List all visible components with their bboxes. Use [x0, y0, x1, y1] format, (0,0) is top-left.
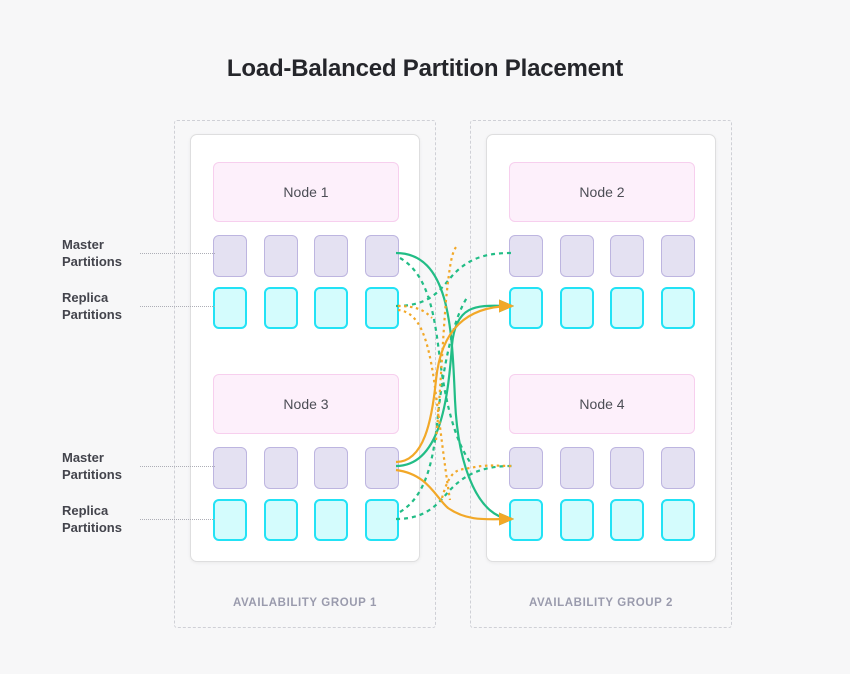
label-line-1: Replica [62, 503, 109, 518]
flow-orange-dotted-mid-up [434, 244, 459, 441]
label-master-partitions-top: Master Partitions [62, 236, 182, 270]
master-partition-cell[interactable] [213, 447, 247, 489]
label-replica-partitions-bottom: Replica Partitions [62, 502, 182, 536]
availability-group-1-caption: AVAILABILITY GROUP 1 [232, 597, 378, 609]
replica-partition-cell[interactable] [559, 287, 594, 329]
leader-line-replica-bottom [140, 519, 215, 520]
node-box-node-1[interactable]: Node 1 [213, 162, 399, 222]
partition-row-replica-node-4 [509, 499, 695, 541]
page-title: Load-Balanced Partition Placement [226, 55, 624, 82]
master-partition-cell[interactable] [660, 447, 695, 489]
leader-line-replica-top [140, 306, 215, 307]
master-partition-cell[interactable] [509, 447, 543, 489]
label-replica-partitions-top: Replica Partitions [62, 289, 182, 323]
master-partition-cell[interactable] [263, 447, 298, 489]
partition-row-replica-node-1 [213, 287, 399, 329]
master-partition-cell[interactable] [610, 447, 645, 489]
label-line-1: Master [62, 450, 104, 465]
partition-row-replica-node-2 [509, 287, 695, 329]
label-line-1: Replica [62, 290, 109, 305]
node-box-node-3[interactable]: Node 3 [213, 374, 399, 434]
master-partition-cell[interactable] [314, 447, 349, 489]
replica-partition-cell[interactable] [509, 499, 543, 541]
replica-partition-cell[interactable] [660, 499, 695, 541]
label-line-2: Partitions [62, 307, 122, 322]
availability-group-2-card: Node 2 Node 4 [486, 134, 716, 562]
leader-line-master-bottom [140, 466, 215, 467]
master-partition-cell[interactable] [213, 235, 247, 277]
replica-partition-cell[interactable] [364, 499, 399, 541]
replica-partition-cell[interactable] [314, 287, 349, 329]
replica-partition-cell[interactable] [213, 499, 247, 541]
master-partition-cell[interactable] [314, 235, 349, 277]
node-box-node-2[interactable]: Node 2 [509, 162, 695, 222]
master-partition-cell[interactable] [610, 235, 645, 277]
label-line-1: Master [62, 237, 104, 252]
label-line-2: Partitions [62, 520, 122, 535]
replica-partition-cell[interactable] [660, 287, 695, 329]
master-partition-cell[interactable] [263, 235, 298, 277]
node-label-node-2: Node 2 [579, 184, 625, 200]
replica-partition-cell[interactable] [559, 499, 594, 541]
replica-partition-cell[interactable] [263, 499, 298, 541]
replica-partition-cell[interactable] [364, 287, 399, 329]
node-box-node-4[interactable]: Node 4 [509, 374, 695, 434]
master-partition-cell[interactable] [559, 235, 594, 277]
master-partition-cell[interactable] [660, 235, 695, 277]
master-partition-cell[interactable] [509, 235, 543, 277]
leader-line-master-top [140, 253, 215, 254]
replica-partition-cell[interactable] [314, 499, 349, 541]
partition-row-master-node-3 [213, 447, 399, 489]
replica-partition-cell[interactable] [509, 287, 543, 329]
partition-row-replica-node-3 [213, 499, 399, 541]
replica-partition-cell[interactable] [213, 287, 247, 329]
node-label-node-4: Node 4 [579, 396, 625, 412]
node-label-node-1: Node 1 [283, 184, 329, 200]
master-partition-cell[interactable] [559, 447, 594, 489]
label-master-partitions-bottom: Master Partitions [62, 449, 182, 483]
partition-row-master-node-4 [509, 447, 695, 489]
partition-row-master-node-1 [213, 235, 399, 277]
replica-partition-cell[interactable] [610, 287, 645, 329]
replica-partition-cell[interactable] [263, 287, 298, 329]
master-partition-cell[interactable] [364, 235, 399, 277]
master-partition-cell[interactable] [364, 447, 399, 489]
label-line-2: Partitions [62, 254, 122, 269]
partition-row-master-node-2 [509, 235, 695, 277]
availability-group-2-caption: AVAILABILITY GROUP 2 [528, 597, 674, 609]
label-line-2: Partitions [62, 467, 122, 482]
replica-partition-cell[interactable] [610, 499, 645, 541]
availability-group-1-card: Node 1 Node 3 [190, 134, 420, 562]
node-label-node-3: Node 3 [283, 396, 329, 412]
